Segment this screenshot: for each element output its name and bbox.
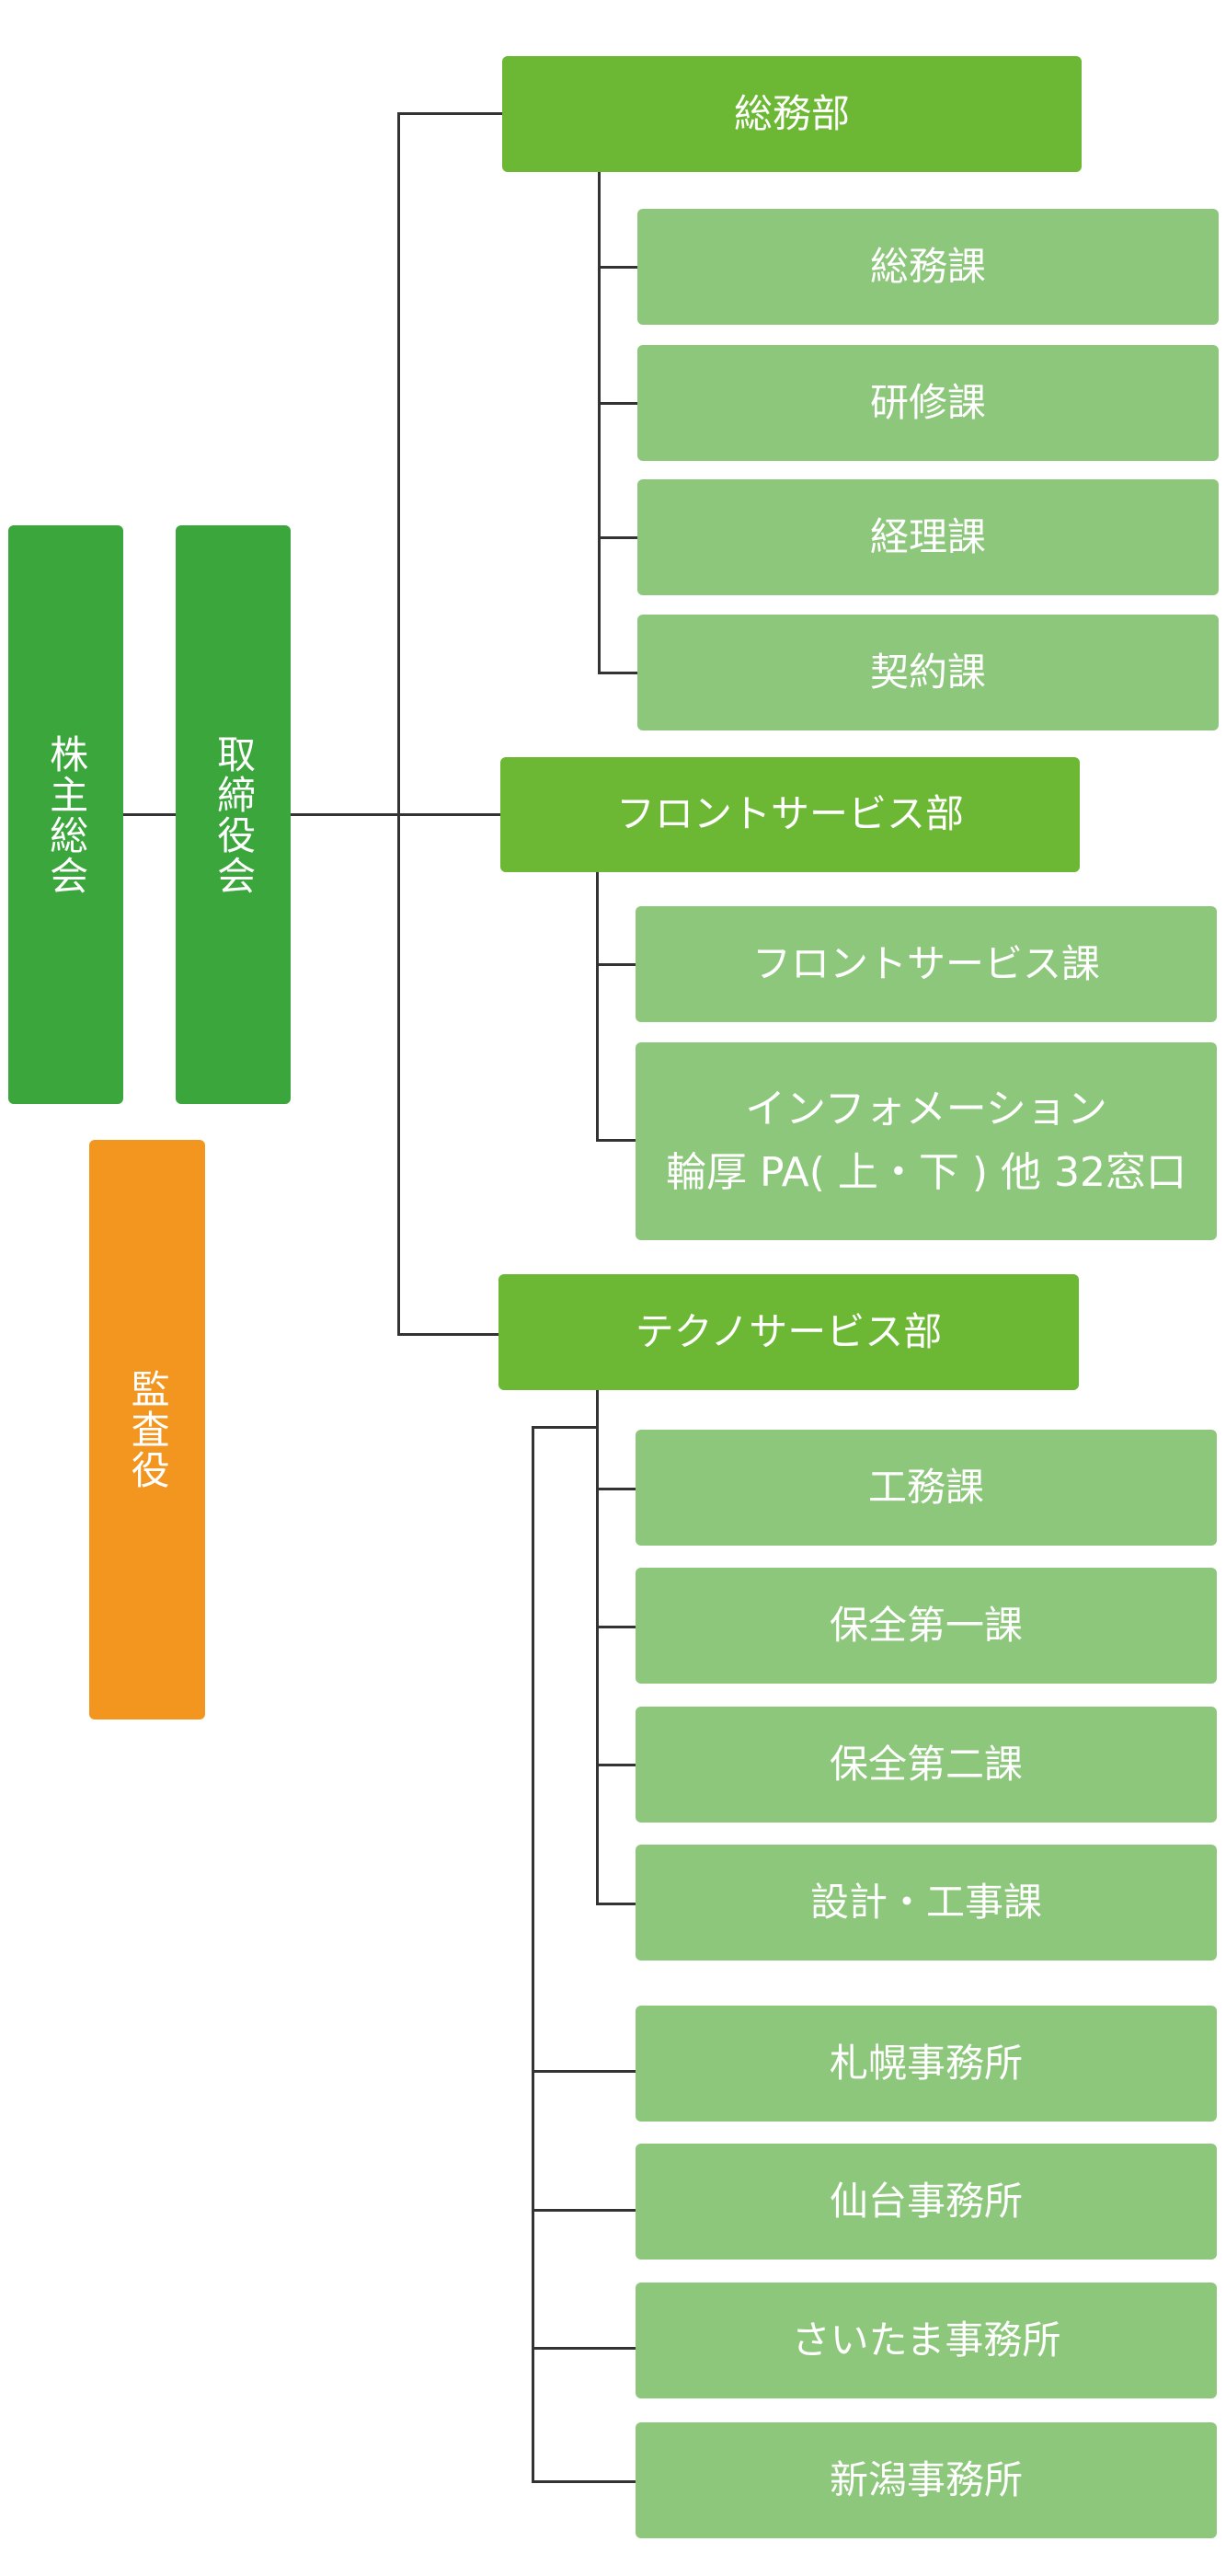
section-box: 保全第一課 — [636, 1568, 1217, 1684]
office-label: 新潟事務所 — [829, 2456, 1023, 2502]
board-of-directors-box: 取締役会 — [176, 525, 291, 1104]
office-label: さいたま事務所 — [791, 2317, 1061, 2363]
connector-shareholders-board — [123, 813, 176, 816]
connector-board-trunk — [291, 813, 399, 816]
connector-office — [532, 2480, 636, 2483]
shareholders-meeting-box: 株主総会 — [8, 525, 123, 1104]
section-label: 契約課 — [869, 649, 986, 695]
auditor-box: 監査役 — [89, 1140, 205, 1719]
connector-dept-2-spine — [596, 872, 599, 1141]
connector-dept-1-spine — [598, 172, 601, 673]
section-label: 研修課 — [869, 379, 986, 425]
connector-dept-2-section — [596, 1139, 636, 1142]
connector-dept-3-section — [596, 1488, 636, 1490]
department-label: フロントサービス部 — [615, 791, 964, 837]
information-section-title: インフォメーション — [745, 1086, 1107, 1133]
connector-trunk-dept-3 — [397, 1333, 498, 1336]
connector-dept-1-section — [598, 536, 637, 539]
section-box: 経理課 — [637, 479, 1219, 595]
section-label: 設計・工事課 — [809, 1879, 1042, 1925]
shareholders-meeting-label: 株主総会 — [43, 733, 89, 896]
board-of-directors-label: 取締役会 — [211, 733, 257, 896]
office-box: 札幌事務所 — [636, 2006, 1217, 2122]
section-box: 総務課 — [637, 209, 1219, 325]
office-box: 新潟事務所 — [636, 2422, 1217, 2538]
connector-office — [532, 2209, 636, 2212]
section-label: 経理課 — [869, 513, 986, 559]
office-label: 札幌事務所 — [829, 2040, 1023, 2086]
section-label: 保全第二課 — [829, 1741, 1023, 1787]
department-label: 総務部 — [733, 90, 850, 136]
section-box: 契約課 — [637, 615, 1219, 730]
connector-dept-2-section — [596, 963, 636, 966]
section-box: 工務課 — [636, 1430, 1217, 1546]
connector-office — [532, 2070, 636, 2073]
office-label: 仙台事務所 — [829, 2178, 1023, 2224]
office-box: 仙台事務所 — [636, 2144, 1217, 2260]
connector-trunk-dept-2 — [397, 813, 500, 816]
section-box: 設計・工事課 — [636, 1845, 1217, 1961]
auditor-label: 監査役 — [125, 1369, 171, 1490]
connector-dept-3-offices-branch — [532, 1426, 599, 1429]
connector-dept-1-section — [598, 402, 637, 405]
connector-dept-3-section — [596, 1626, 636, 1628]
section-box: フロントサービス課 — [636, 906, 1217, 1022]
section-label: 保全第一課 — [829, 1602, 1023, 1648]
section-label: フロントサービス課 — [751, 940, 1100, 986]
department-box: フロントサービス部 — [500, 757, 1080, 872]
section-label: 総務課 — [869, 243, 986, 289]
connector-dept-3-section — [596, 1764, 636, 1766]
department-box: 総務部 — [502, 56, 1082, 172]
connector-dept-3-section — [596, 1903, 636, 1905]
connector-dept-1-section — [598, 266, 637, 269]
connector-dept-3-spine — [596, 1390, 599, 1904]
department-box: テクノサービス部 — [498, 1274, 1079, 1390]
information-section-box: インフォメーション 輪厚 PA( 上・下 ) 他 32窓口 — [636, 1042, 1217, 1240]
connector-trunk-dept-1 — [397, 112, 502, 115]
connector-office — [532, 2347, 636, 2350]
office-box: さいたま事務所 — [636, 2283, 1217, 2398]
section-box: 保全第二課 — [636, 1707, 1217, 1823]
connector-main-trunk — [397, 112, 400, 1335]
connector-dept-1-section — [598, 672, 637, 674]
section-box: 研修課 — [637, 345, 1219, 461]
connector-offices-spine — [532, 1426, 534, 2482]
information-section-detail: 輪厚 PA( 上・下 ) 他 32窓口 — [665, 1148, 1187, 1196]
section-label: 工務課 — [867, 1464, 984, 1510]
department-label: テクノサービス部 — [635, 1308, 943, 1354]
